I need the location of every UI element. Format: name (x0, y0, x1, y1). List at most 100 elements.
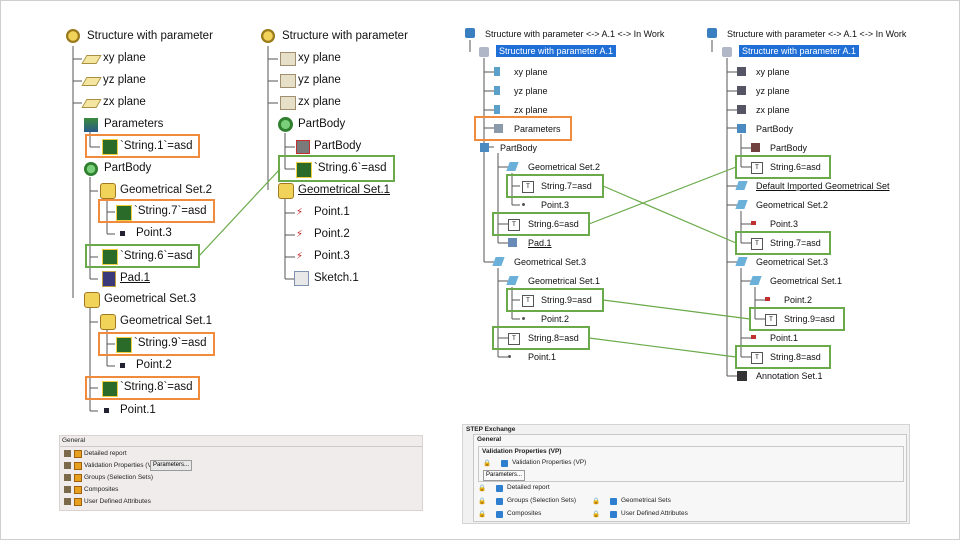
tree4-root[interactable]: Structure with parameter A.1 (739, 45, 860, 57)
tree1-item[interactable]: `String.9`=asd (134, 337, 207, 349)
lock-icon[interactable] (64, 462, 71, 469)
tree1-item[interactable]: Point.3 (136, 227, 172, 239)
lock-icon[interactable]: 🔒 (483, 460, 492, 467)
tree3-item[interactable]: Geometrical Set.1 (528, 276, 601, 286)
tree3-item[interactable]: zx plane (514, 105, 548, 115)
tree2-item[interactable]: Geometrical Set.1 (298, 184, 391, 196)
tree2-item[interactable]: yz plane (298, 74, 341, 86)
geometrical-set-icon (100, 183, 116, 199)
tree3-item[interactable]: yz plane (514, 86, 548, 96)
lock-icon[interactable] (64, 450, 71, 457)
point-icon (751, 221, 756, 225)
option-checkbox[interactable] (74, 486, 82, 494)
tree4-item[interactable]: yz plane (756, 86, 790, 96)
lock-icon[interactable]: 🔒 (478, 498, 487, 505)
option-checkbox[interactable] (496, 498, 503, 505)
tree4-item[interactable]: Annotation Set.1 (756, 371, 823, 381)
tree1-item[interactable]: `String.6`=asd (120, 250, 193, 262)
tree4-item[interactable]: String.6=asd (770, 162, 821, 172)
point-icon (751, 335, 756, 339)
tree4-item[interactable]: Point.2 (784, 295, 813, 305)
tree1-item[interactable]: Geometrical Set.2 (120, 184, 213, 196)
tree3-item[interactable]: String.6=asd (528, 219, 579, 229)
tree2-item[interactable]: PartBody (298, 118, 346, 130)
tree4-item[interactable]: PartBody (770, 143, 808, 153)
point-icon (120, 363, 125, 368)
tree1-item[interactable]: Parameters (104, 118, 164, 130)
option-checkbox[interactable] (496, 485, 503, 492)
tree3-item[interactable]: String.9=asd (541, 295, 592, 305)
panel-divider (60, 446, 422, 447)
tree1-item[interactable]: yz plane (103, 74, 146, 86)
parameters-button[interactable]: Parameters... (483, 470, 526, 481)
tree1-item[interactable]: Geometrical Set.3 (104, 293, 197, 305)
tree4-item[interactable]: Point.3 (770, 219, 799, 229)
tree1-item[interactable]: `String.7`=asd (134, 205, 207, 217)
panel-title[interactable]: STEP Exchange (466, 426, 516, 433)
lock-icon[interactable] (64, 486, 71, 493)
lock-icon[interactable]: 🔒 (478, 485, 487, 492)
tree4-item[interactable]: xy plane (756, 67, 790, 77)
tree3-item[interactable]: String.7=asd (541, 181, 592, 191)
tree3-item[interactable]: Geometrical Set.3 (514, 257, 587, 267)
tree2-item[interactable]: Point.2 (314, 228, 350, 240)
tree3-item[interactable]: xy plane (514, 67, 548, 77)
geometrical-sets-checkbox[interactable] (610, 498, 617, 505)
tree1-item[interactable]: Pad.1 (120, 272, 151, 284)
tree3-item[interactable]: String.8=asd (528, 333, 579, 343)
tree3-item[interactable]: Point.3 (541, 200, 570, 210)
tree4-item[interactable]: Default Imported Geometrical Set (756, 181, 890, 191)
vp-checkbox[interactable] (501, 460, 508, 467)
tree4-item[interactable]: PartBody (756, 124, 794, 134)
option-checkbox[interactable] (74, 498, 82, 506)
plane-icon (494, 86, 500, 95)
lock-icon[interactable]: 🔒 (592, 498, 601, 505)
tree1-item[interactable]: Geometrical Set.1 (120, 315, 213, 327)
panel-title: General (62, 437, 86, 444)
tree2-root[interactable]: Structure with parameter (282, 30, 408, 42)
option-checkbox[interactable] (74, 474, 82, 482)
lock-icon[interactable] (64, 474, 71, 481)
tree4-item[interactable]: zx plane (756, 105, 790, 115)
tree1-root[interactable]: Structure with parameter (87, 30, 213, 42)
lock-icon[interactable] (64, 498, 71, 505)
option-checkbox[interactable] (74, 462, 82, 470)
string-param-icon: T (508, 219, 520, 231)
lock-icon[interactable]: 🔒 (592, 511, 601, 518)
option-checkbox[interactable] (610, 511, 617, 518)
tree4-item[interactable]: Geometrical Set.1 (770, 276, 843, 286)
tree2-item[interactable]: Sketch.1 (314, 272, 359, 284)
tree3-item[interactable]: Pad.1 (528, 238, 552, 248)
tree2-item[interactable]: xy plane (298, 52, 341, 64)
tree4-item[interactable]: Geometrical Set.3 (756, 257, 829, 267)
tree3-item[interactable]: Geometrical Set.2 (528, 162, 601, 172)
tree3-item[interactable]: Parameters (514, 124, 561, 134)
tree1-item[interactable]: `String.8`=asd (120, 381, 193, 393)
option-checkbox[interactable] (74, 450, 82, 458)
tree4-item[interactable]: String.7=asd (770, 238, 821, 248)
parameters-button[interactable]: Parameters... (150, 460, 193, 471)
tree2-item[interactable]: zx plane (298, 96, 341, 108)
tree2-item[interactable]: `String.6`=asd (314, 162, 387, 174)
lock-icon[interactable]: 🔒 (478, 511, 487, 518)
tree1-item[interactable]: zx plane (103, 96, 146, 108)
tree4-item[interactable]: String.9=asd (784, 314, 835, 324)
tree2-item[interactable]: PartBody (314, 140, 362, 152)
tree3-item[interactable]: Point.1 (528, 352, 557, 362)
tree1-item[interactable]: xy plane (103, 52, 146, 64)
tree4-item[interactable]: Point.1 (770, 333, 799, 343)
option-label: User Defined Attributes (621, 510, 688, 517)
option-label: Groups (Selection Sets) (507, 497, 577, 504)
tree1-item[interactable]: Point.2 (136, 359, 172, 371)
tree1-item[interactable]: PartBody (104, 162, 152, 174)
tree1-item[interactable]: `String.1`=asd (120, 140, 193, 152)
tree2-item[interactable]: Point.1 (314, 206, 350, 218)
tree4-item[interactable]: Geometrical Set.2 (756, 200, 829, 210)
tree3-item[interactable]: Point.2 (541, 314, 570, 324)
tree3-item[interactable]: PartBody (500, 143, 538, 153)
tree4-item[interactable]: String.8=asd (770, 352, 821, 362)
tree3-root[interactable]: Structure with parameter A.1 (496, 45, 617, 57)
tree1-item[interactable]: Point.1 (120, 404, 156, 416)
tree2-item[interactable]: Point.3 (314, 250, 350, 262)
option-checkbox[interactable] (496, 511, 503, 518)
